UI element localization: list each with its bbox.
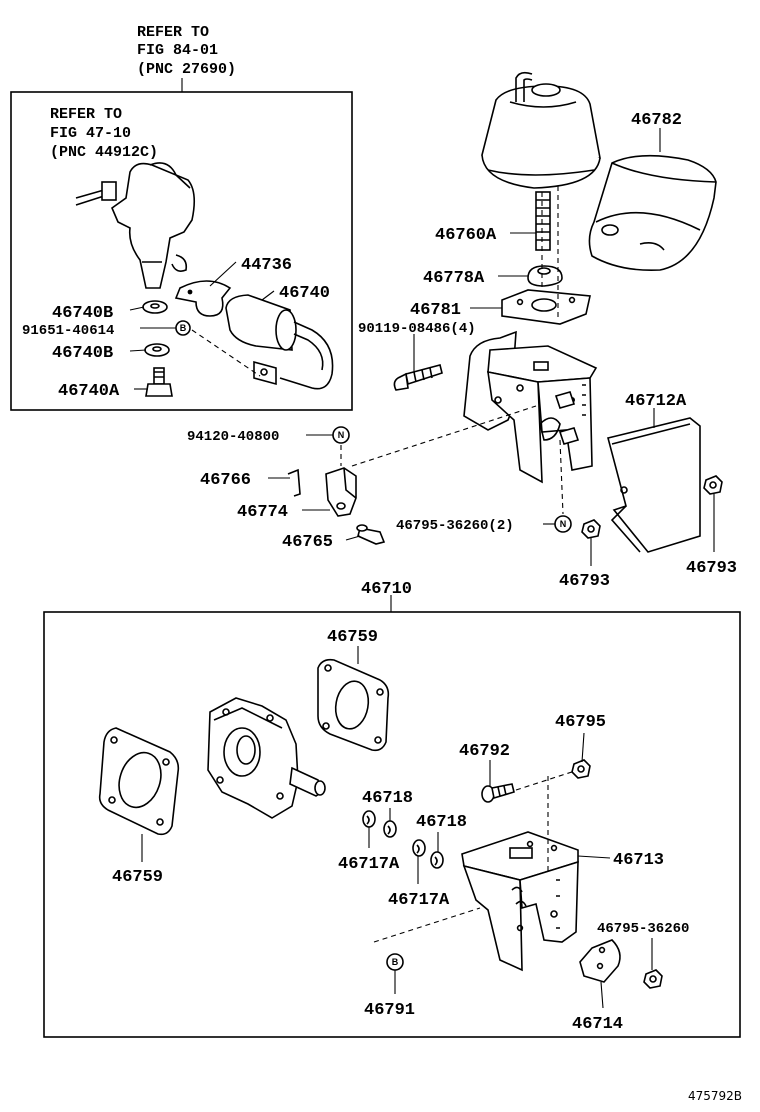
washer-46717a-b xyxy=(412,839,426,857)
label-46795-36260-2: 46795-36260(2) xyxy=(396,518,514,534)
mark-b-upper: B xyxy=(175,320,191,336)
diagram-code: 475792B xyxy=(688,1089,742,1103)
actuator-cover-part xyxy=(588,154,717,272)
label-46759-right: 46759 xyxy=(327,628,378,647)
label-46760a: 46760A xyxy=(435,226,497,245)
washer-46717a-a xyxy=(362,810,376,828)
part-labels: 46782 46760A 46778A 46781 90119-08486(4)… xyxy=(22,111,742,1103)
bracket-46713 xyxy=(461,831,579,972)
label-46740b-upper: 46740B xyxy=(52,304,113,323)
label-46791: 46791 xyxy=(364,1001,415,1020)
mark-n-upper: N xyxy=(332,426,350,444)
washer-46718-a xyxy=(383,820,397,838)
label-46792: 46792 xyxy=(459,742,510,761)
plate-46781 xyxy=(501,289,591,325)
reference-fig-84-01: REFER TO FIG 84-01 (PNC 27690) xyxy=(137,24,236,92)
mark-b-lower-text: B xyxy=(392,957,399,967)
clamp-part xyxy=(174,280,232,317)
washer-46718-b xyxy=(430,851,444,869)
mark-n-upper-text: N xyxy=(338,430,345,440)
label-46710: 46710 xyxy=(361,580,412,599)
ref-top-line2: FIG 84-01 xyxy=(137,42,218,59)
label-46759-left: 46759 xyxy=(112,868,163,887)
label-46713: 46713 xyxy=(613,851,664,870)
bracket-46714 xyxy=(579,939,621,983)
ref-inner-line3: (PNC 44912C) xyxy=(50,144,158,161)
label-44736: 44736 xyxy=(241,256,292,275)
gasket-46759-left xyxy=(98,727,180,836)
label-91651-40614: 91651-40614 xyxy=(22,323,114,339)
spacer-46778a xyxy=(527,265,563,287)
adaptor-part xyxy=(207,697,326,819)
valve-part xyxy=(225,294,334,390)
label-46714: 46714 xyxy=(572,1015,623,1034)
leader-lines xyxy=(129,128,715,1009)
label-46795: 46795 xyxy=(555,713,606,732)
label-46717a-a: 46717A xyxy=(338,855,400,874)
label-46766: 46766 xyxy=(200,471,251,490)
ref-inner-line1: REFER TO xyxy=(50,106,122,123)
label-46795-36260: 46795-36260 xyxy=(597,921,689,937)
label-90119-08486: 90119-08486(4) xyxy=(358,321,476,337)
label-46782: 46782 xyxy=(631,111,682,130)
label-46778a: 46778A xyxy=(423,269,485,288)
mark-n-lower-text: N xyxy=(560,519,567,529)
label-46781: 46781 xyxy=(410,301,461,320)
label-94120-40800: 94120-40800 xyxy=(187,429,279,445)
ref-top-line1: REFER TO xyxy=(137,24,209,41)
pin-46765 xyxy=(356,524,386,545)
bolt-46740a xyxy=(145,367,173,397)
shield-46712a xyxy=(607,417,701,553)
gasket-46759-right xyxy=(317,658,390,752)
vacuum-switch-assembly-box xyxy=(10,91,353,411)
label-46712a: 46712A xyxy=(625,392,687,411)
label-46740: 46740 xyxy=(279,284,330,303)
ref-top-line3: (PNC 27690) xyxy=(137,61,236,78)
label-46718-b: 46718 xyxy=(416,813,467,832)
nut-46793-center xyxy=(581,519,601,539)
link-46774 xyxy=(325,467,357,517)
nut-46795 xyxy=(571,759,591,779)
washer-46740b-upper xyxy=(142,300,168,314)
mark-n-lower: N xyxy=(554,515,572,533)
label-46793-right: 46793 xyxy=(686,559,737,578)
clip-46766 xyxy=(287,468,301,497)
label-46740b-lower: 46740B xyxy=(52,344,113,363)
ref-inner-line2: FIG 47-10 xyxy=(50,125,131,142)
bracket-sub-assembly-box xyxy=(43,611,741,1038)
label-46765: 46765 xyxy=(282,533,333,552)
label-46740a: 46740A xyxy=(58,382,120,401)
vacuum-actuator-part xyxy=(481,71,601,251)
mark-b-lower: B xyxy=(386,953,404,971)
nut-46793-right xyxy=(703,475,723,495)
bracket-assembly-part xyxy=(463,330,598,484)
label-46718-a: 46718 xyxy=(362,789,413,808)
washer-46740b-lower xyxy=(144,343,170,357)
reference-fig-47-10: REFER TO FIG 47-10 (PNC 44912C) xyxy=(50,106,158,161)
bolt-90119 xyxy=(393,364,443,391)
vacuum-switch-part xyxy=(75,162,196,289)
screw-46792 xyxy=(481,783,515,803)
label-46793-center: 46793 xyxy=(559,572,610,591)
mark-b-upper-text: B xyxy=(180,323,187,333)
label-46717a-b: 46717A xyxy=(388,891,450,910)
nut-46795-36260 xyxy=(643,969,663,989)
label-46774: 46774 xyxy=(237,503,288,522)
